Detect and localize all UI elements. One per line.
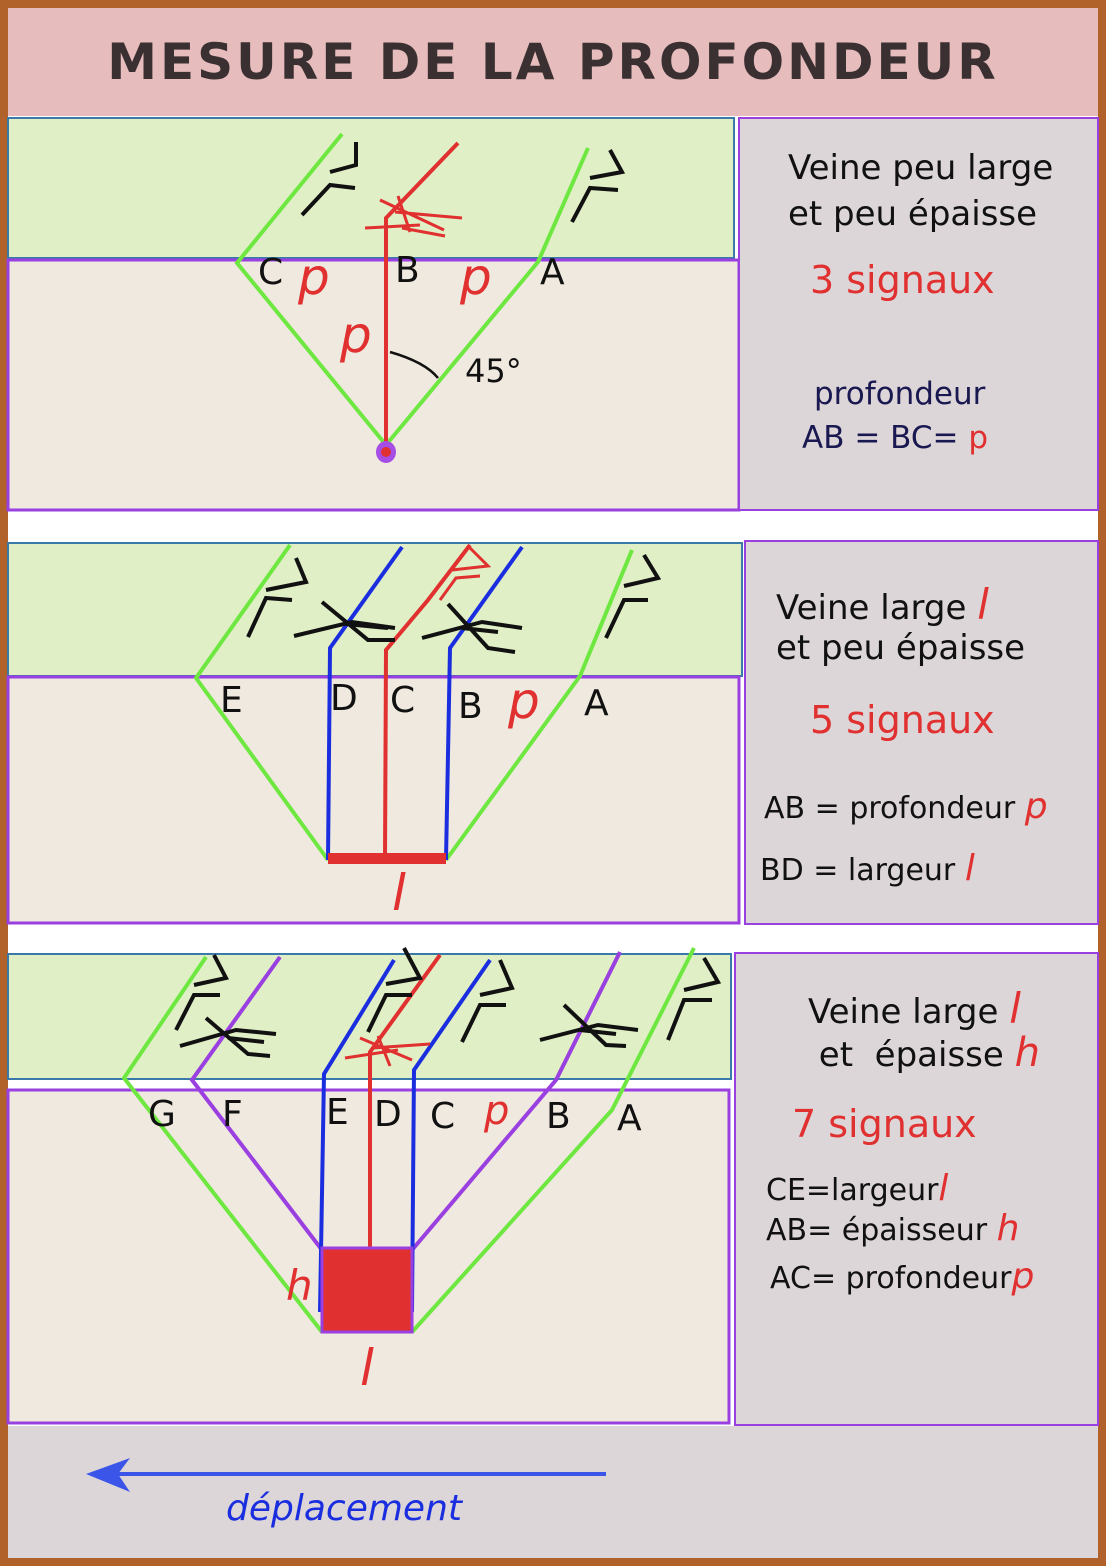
p1-signals: 3 signaux xyxy=(810,258,995,302)
panel-3: G F E D C B A p h l xyxy=(6,947,1099,1426)
p3-signals: 7 signaux xyxy=(792,1102,977,1146)
vertical-red-d xyxy=(368,953,442,1250)
point-e: E xyxy=(326,1092,349,1133)
title-bar: MESURE DE LA PROFONDEUR xyxy=(8,8,1098,116)
cone-purple-right xyxy=(410,951,622,1252)
point-b: B xyxy=(546,1096,571,1137)
vein-block xyxy=(320,1246,414,1334)
point-f: F xyxy=(222,1094,243,1135)
vertical-blue-d xyxy=(326,545,404,861)
panel-2: E D C B A p l xyxy=(6,540,1099,925)
p3-formula-2: AB= épaisseur h xyxy=(766,1208,1020,1249)
red-sign xyxy=(438,546,492,601)
surface-layer xyxy=(7,542,743,677)
point-c: C xyxy=(390,680,415,721)
point-b: B xyxy=(395,250,420,291)
p3-line2: et épaisse h xyxy=(808,1030,1040,1076)
footer-bg xyxy=(8,1426,1098,1558)
p2-signals: 5 signaux xyxy=(810,698,995,742)
angle-label: 45° xyxy=(465,352,522,390)
p2-line2: et peu épaisse xyxy=(776,628,1026,668)
surface-layer xyxy=(7,117,735,259)
p2-formula-2: BD = largeur l xyxy=(760,848,975,889)
p3-formula-3: AC= profondeurp xyxy=(770,1256,1035,1297)
footer: déplacement xyxy=(8,1426,1098,1558)
p1-formula-label: profondeur xyxy=(814,376,986,412)
sign-marks xyxy=(246,553,662,654)
p3-formula-1: CE=largeurl xyxy=(766,1168,949,1209)
cone-green-left xyxy=(193,543,330,862)
label-p: p xyxy=(483,1088,509,1134)
red-cross xyxy=(364,195,463,238)
arrow-left-icon xyxy=(86,1458,130,1492)
vertical-red-c xyxy=(383,543,472,859)
point-a: A xyxy=(540,252,565,293)
info-panel xyxy=(738,117,1099,511)
vertical-blue-b xyxy=(444,545,524,861)
label-h: h xyxy=(286,1261,313,1310)
panel-1: C B A p p p 45° xyxy=(6,117,1099,512)
info-panel xyxy=(744,540,1099,925)
cone-green-right xyxy=(410,947,696,1334)
vertical-blue-e xyxy=(318,958,396,1313)
vertical-red xyxy=(384,141,460,445)
vein-bar xyxy=(328,853,446,864)
label-p-cb: p xyxy=(297,248,330,306)
label-l: l xyxy=(360,1339,374,1397)
label-l: l xyxy=(392,864,406,922)
red-cross xyxy=(344,1035,431,1067)
angle-arc xyxy=(389,350,439,379)
point-e: E xyxy=(220,680,243,721)
point-d: D xyxy=(374,1094,402,1135)
point-d: D xyxy=(330,678,358,719)
ground-layer xyxy=(6,675,741,925)
p2-line1: Veine large l xyxy=(776,580,989,629)
point-g: G xyxy=(148,1094,176,1135)
sign-marks xyxy=(300,142,626,223)
p1-line1: Veine peu large xyxy=(788,148,1054,188)
info-panel xyxy=(734,952,1099,1426)
point-a: A xyxy=(617,1098,642,1139)
page-title: MESURE DE LA PROFONDEUR xyxy=(107,33,999,91)
sign-marks xyxy=(174,947,722,1058)
label-p-depth: p xyxy=(339,306,372,364)
cone-green-left xyxy=(121,955,324,1334)
p3-line1: Veine large l xyxy=(808,984,1021,1033)
point-c: C xyxy=(430,1096,455,1137)
point-a: A xyxy=(584,683,609,724)
p1-formula: AB = BC= p xyxy=(802,420,989,456)
cone-purple-left xyxy=(189,955,324,1252)
cone-green-right xyxy=(444,549,634,862)
target-dot-core xyxy=(381,447,391,457)
label-p: p xyxy=(507,672,540,730)
p1-line2: et peu épaisse xyxy=(788,194,1038,234)
displacement-label: déplacement xyxy=(226,1488,464,1529)
label-p-ba: p xyxy=(459,248,492,306)
vertical-blue-c xyxy=(410,958,492,1313)
ground-layer xyxy=(6,258,741,512)
point-b: B xyxy=(458,686,483,727)
point-c: C xyxy=(258,252,283,293)
p2-formula-1: AB = profondeur p xyxy=(764,786,1048,827)
